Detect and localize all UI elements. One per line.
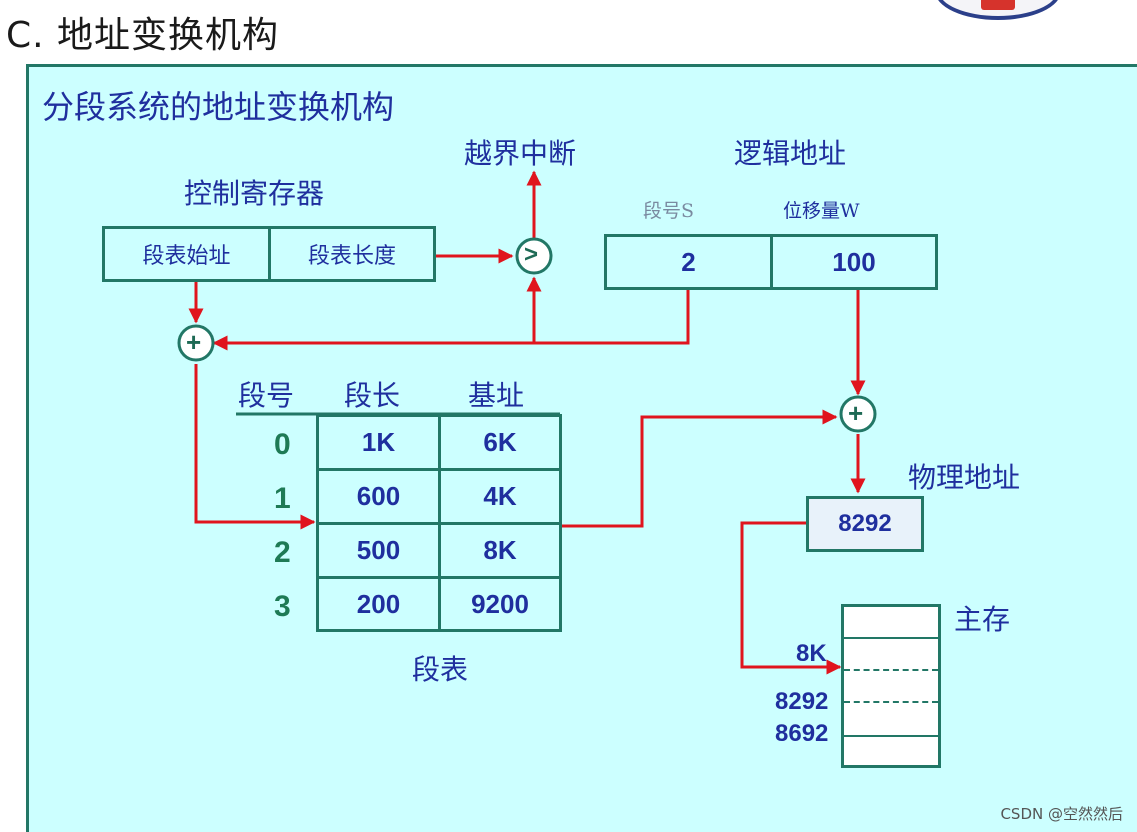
row-number: 1	[274, 482, 291, 515]
physical-address-box: 8292	[806, 496, 924, 552]
segment-number-value: 2	[607, 237, 773, 287]
physical-adder-circle	[839, 395, 877, 433]
main-memory-box	[841, 604, 941, 768]
segment-to-adder-arrow	[212, 290, 690, 351]
offset-value: 100	[832, 246, 876, 277]
memory-mark: 8K	[796, 640, 827, 667]
table-header-segno: 段号	[238, 379, 295, 412]
table-cell-base: 6K	[441, 417, 559, 471]
physical-address-value: 8292	[838, 510, 892, 537]
interrupt-label: 越界中断	[464, 137, 577, 170]
segment-table-caption: 段表	[412, 653, 469, 686]
control-register: 段表始址 段表长度	[102, 226, 436, 282]
control-register-label: 控制寄存器	[184, 177, 325, 210]
segment-table: 1K 6K 600 4K 500 8K 200 9200	[316, 414, 562, 632]
logical-address-label: 逻辑地址	[734, 137, 847, 170]
compare-circle	[515, 237, 553, 275]
memory-mark: 8692	[775, 720, 829, 747]
memory-mark: 8292	[775, 688, 829, 715]
adder-to-table-arrow	[194, 364, 316, 530]
segment-table-start-cell: 段表始址	[142, 244, 231, 269]
main-memory-label: 主存	[954, 603, 1011, 636]
physical-address-label: 物理地址	[908, 461, 1021, 494]
table-header-base: 基址	[468, 379, 525, 412]
page-heading: C. 地址变换机构	[6, 15, 280, 56]
table-header-length: 段长	[344, 379, 401, 412]
table-cell-base: 4K	[441, 471, 559, 525]
memory-line-8292	[844, 701, 938, 703]
row-number: 3	[274, 590, 291, 623]
row-number: 0	[274, 428, 291, 461]
table-cell-base: 8K	[441, 525, 559, 579]
offset-label: 位移量W	[783, 200, 860, 222]
diagram-title: 分段系统的地址变换机构	[42, 88, 395, 126]
table-cell-base: 9200	[471, 588, 529, 619]
start-adder-symbol: +	[186, 327, 202, 357]
table-cell-length: 1K	[319, 417, 441, 471]
physical-to-memory-arrow	[740, 521, 842, 675]
table-cell-length: 600	[319, 471, 441, 525]
segment-table-length-cell: 段表长度	[307, 244, 396, 269]
watermark: CSDN @空然然后	[1000, 805, 1123, 823]
logical-address-box: 2 100	[604, 234, 938, 290]
row-number: 2	[274, 536, 291, 569]
memory-line-8k	[844, 669, 938, 671]
table-cell-length: 200	[319, 579, 441, 629]
compare-symbol: >	[524, 241, 539, 268]
physical-adder-symbol: +	[848, 398, 864, 428]
segment-number-label: 段号S	[643, 200, 695, 222]
memory-line-8692	[844, 735, 938, 737]
start-adder-circle	[177, 324, 215, 362]
base-to-adder-arrow	[562, 409, 838, 528]
diagram-panel	[26, 64, 1137, 832]
table-cell-length: 500	[319, 525, 441, 579]
